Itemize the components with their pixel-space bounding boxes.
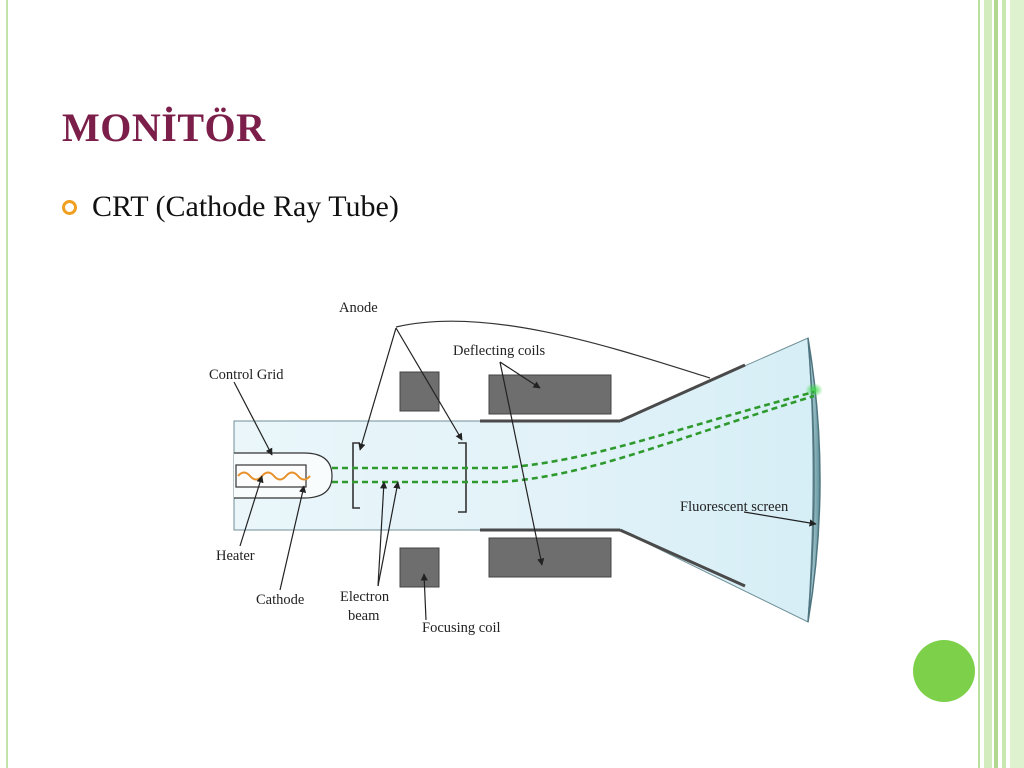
focusing-coil-top [399, 371, 440, 412]
tube-flare-line [619, 528, 746, 588]
crt-diagram: Anode Deflecting coils Control Grid Fluo… [209, 300, 823, 636]
label-focusing-coil: Focusing coil [422, 620, 501, 636]
label-pointers [233, 327, 817, 621]
beam-spot [805, 383, 823, 397]
anode-bracket-left [352, 442, 360, 509]
bullet-item: CRT (Cathode Ray Tube) [62, 190, 399, 224]
label-electron-beam-line1: Electron [340, 589, 390, 605]
decorative-green-circle [913, 640, 975, 702]
label-anode: Anode [339, 300, 378, 316]
right-frame-stripe [1010, 0, 1024, 768]
left-border-rule [6, 0, 8, 768]
bullet-marker-icon [62, 199, 77, 215]
right-frame-stripe [994, 0, 998, 768]
anode-bracket-right [458, 442, 467, 513]
fluorescent-screen [807, 337, 821, 623]
label-heater: Heater [216, 548, 255, 564]
tube-flare-line [619, 363, 746, 423]
electron-beam [332, 390, 815, 470]
bullet-text: CRT (Cathode Ray Tube) [92, 190, 399, 223]
anode-wire [395, 320, 711, 379]
label-control-grid: Control Grid [209, 367, 284, 383]
label-deflecting-coils: Deflecting coils [453, 343, 546, 359]
label-electron-beam-line2: beam [348, 608, 380, 624]
right-frame-stripe [984, 0, 992, 768]
right-frame-stripe [1002, 0, 1006, 768]
right-frame-stripe [978, 0, 980, 768]
label-cathode: Cathode [256, 592, 304, 608]
focusing-coil-bottom [399, 547, 440, 588]
deflecting-coil-bottom [488, 537, 612, 578]
label-fluorescent-screen: Fluorescent screen [680, 499, 789, 515]
electron-beam [332, 394, 815, 484]
label-electron-beam: Electron beam [340, 589, 393, 624]
slide-title: MONİTÖR [62, 105, 266, 150]
cathode [235, 464, 307, 488]
heater-filament [237, 471, 311, 481]
